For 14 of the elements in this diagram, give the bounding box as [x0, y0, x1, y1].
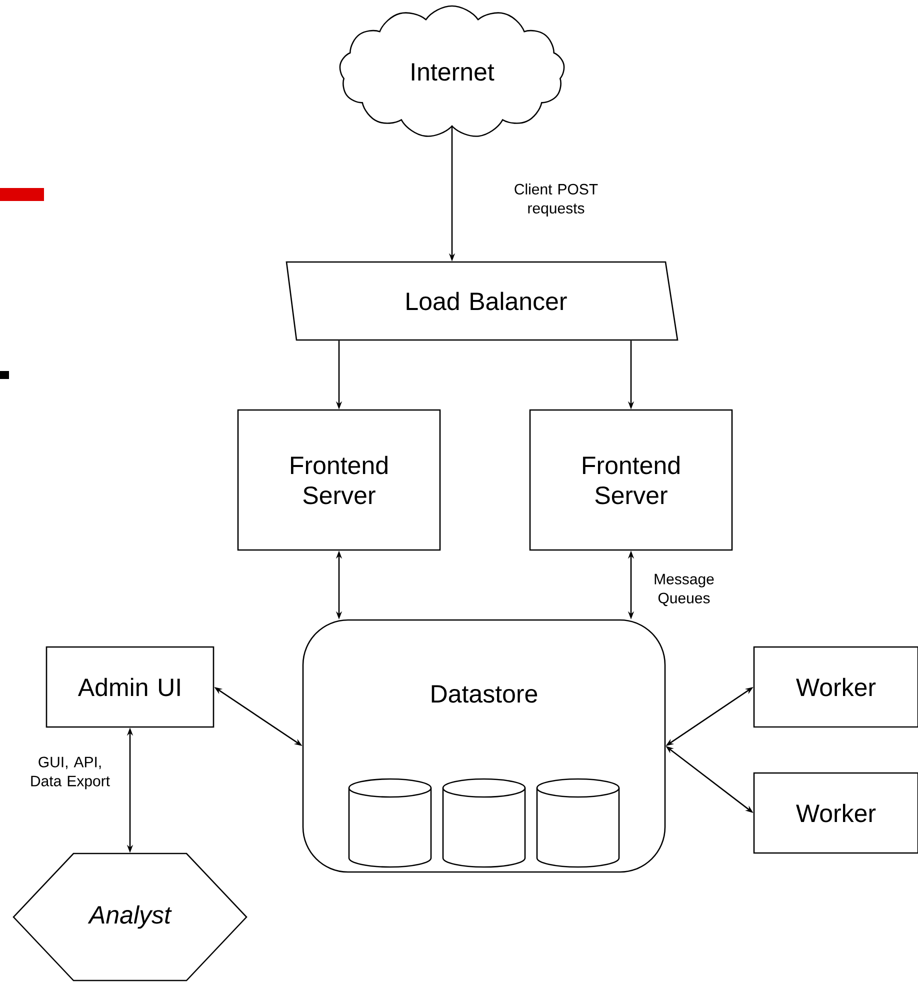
rounded-box: Datastore	[302, 619, 666, 873]
process-box: Frontend Server	[529, 409, 733, 551]
cylinder-icon	[536, 778, 620, 868]
hexagon-box: Analyst	[12, 852, 248, 982]
edge-label: Message Queues	[643, 572, 725, 608]
process-box: Worker	[753, 772, 918, 854]
process-box: Admin UI	[46, 646, 214, 728]
cylinder-icon	[442, 778, 526, 868]
edge-label: Client POST requests	[505, 182, 607, 218]
process-box: Frontend Server	[237, 409, 441, 551]
trapezoid-box: Load Balancer	[286, 261, 678, 341]
process-box: Worker	[753, 646, 918, 728]
edge-label: GUI, API, Data Export	[23, 756, 117, 790]
cylinder-icon	[348, 778, 432, 868]
